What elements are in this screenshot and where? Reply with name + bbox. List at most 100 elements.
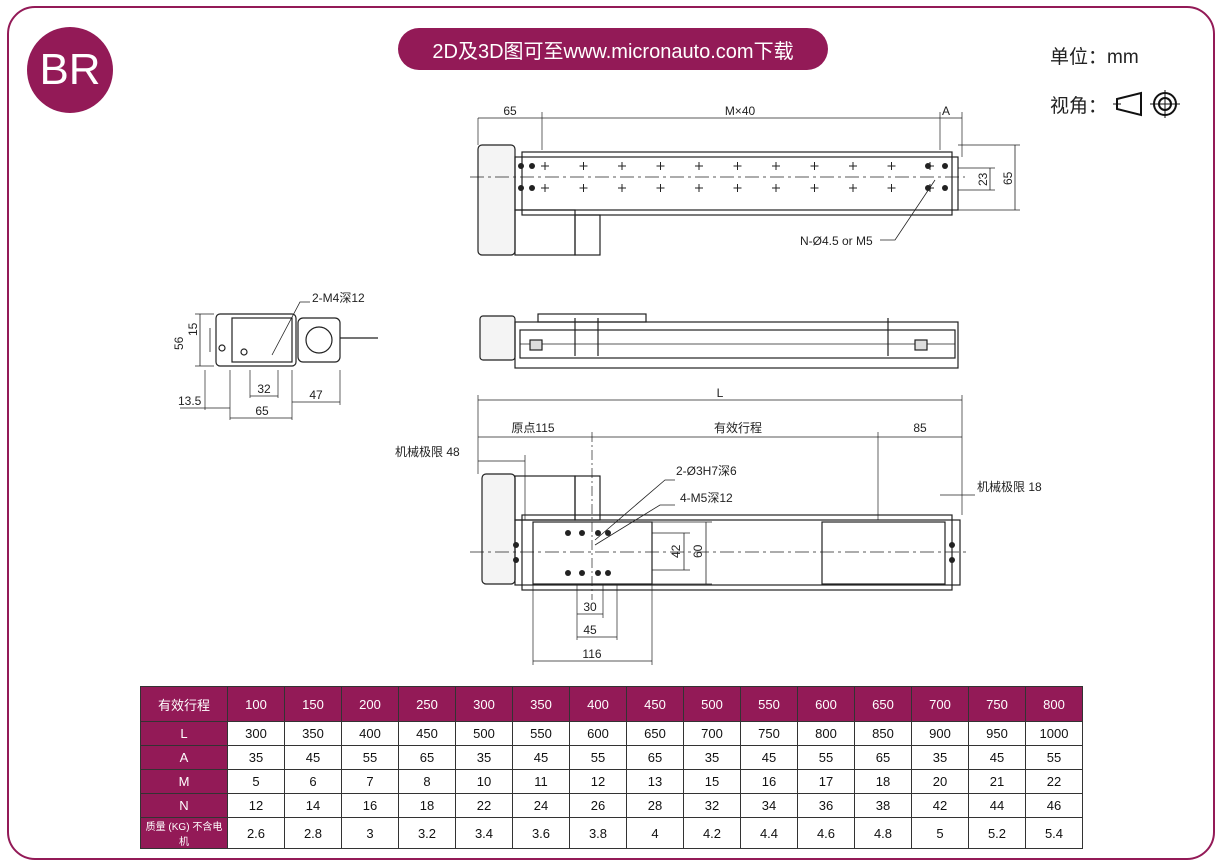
table-cell: 16 [740, 769, 798, 794]
table-cell: 22 [1025, 769, 1083, 794]
table-cell: 400 [341, 721, 399, 746]
table-cell: 3.2 [398, 817, 456, 849]
table-cell: 45 [284, 745, 342, 770]
dim-a: A [942, 104, 950, 118]
row-header: N [140, 793, 228, 818]
table-cell: 26 [569, 793, 627, 818]
mounting-hole-mark [695, 162, 703, 170]
column-header: 550 [740, 686, 798, 722]
column-header: 700 [911, 686, 969, 722]
table-cell: 35 [911, 745, 969, 770]
table-cell: 16 [341, 793, 399, 818]
column-header: 150 [284, 686, 342, 722]
dim-116: 116 [582, 647, 601, 661]
table-cell: 45 [740, 745, 798, 770]
table-cell: 34 [740, 793, 798, 818]
table-cell: 4.8 [854, 817, 912, 849]
table-cell: 55 [797, 745, 855, 770]
dim-65-right: 65 [1001, 171, 1015, 185]
mounting-hole-mark [656, 162, 665, 170]
mounting-hole-mark [810, 162, 819, 170]
table-cell: 2.8 [284, 817, 342, 849]
mounting-hole-mark [618, 184, 626, 192]
column-header: 300 [455, 686, 513, 722]
table-cell: 13 [626, 769, 684, 794]
column-header: 450 [626, 686, 684, 722]
mounting-hole-mark [618, 162, 626, 170]
page-frame [7, 6, 1215, 860]
hole-note: N-Ø4.5 or M5 [800, 234, 873, 248]
column-header: 400 [569, 686, 627, 722]
origin-label: 原点115 [511, 421, 554, 435]
table-cell: 800 [797, 721, 855, 746]
mounting-hole-mark [541, 162, 549, 170]
table-cell: 350 [284, 721, 342, 746]
mounting-hole-mark [733, 162, 742, 170]
pin-hole-note: 2-Ø3H7深6 [676, 464, 737, 478]
thread-note: 2-M4深12 [312, 291, 365, 305]
dim-60: 60 [691, 544, 705, 558]
table-cell: 450 [398, 721, 456, 746]
bottom-view [470, 395, 975, 665]
table-cell: 300 [227, 721, 285, 746]
table-cell: 7 [341, 769, 399, 794]
stroke-label: 有效行程 [714, 420, 762, 435]
table-cell: 2.6 [227, 817, 285, 849]
side-view [479, 313, 959, 369]
column-header: 500 [683, 686, 741, 722]
mounting-hole-mark [926, 162, 934, 170]
mounting-hole-mark [541, 184, 549, 192]
column-header: 250 [398, 686, 456, 722]
row-header: 质量 (KG) 不含电机 [140, 817, 228, 849]
table-cell: 3.8 [569, 817, 627, 849]
view-label: 视角： [1050, 95, 1108, 117]
table-cell: 5 [911, 817, 969, 849]
table-cell: 17 [797, 769, 855, 794]
table-cell: 750 [740, 721, 798, 746]
table-cell: 12 [569, 769, 627, 794]
table-cell: 5.2 [968, 817, 1026, 849]
dim-32: 32 [257, 382, 271, 396]
column-header: 650 [854, 686, 912, 722]
mounting-hole-mark [579, 184, 588, 192]
table-cell: 11 [512, 769, 570, 794]
table-cell: 3.4 [455, 817, 513, 849]
dim-45: 45 [583, 623, 597, 637]
download-banner[interactable]: 2D及3D图可至www.micronauto.com下载 [398, 28, 828, 70]
table-cell: 46 [1025, 793, 1083, 818]
dim-65-end: 65 [255, 404, 269, 418]
mounting-hole-mark [579, 162, 588, 170]
table-cell: 35 [683, 745, 741, 770]
thread-note-bottom: 4-M5深12 [680, 491, 733, 505]
table-cell: 35 [227, 745, 285, 770]
limit-left: 机械极限 48 [395, 444, 460, 459]
table-cell: 650 [626, 721, 684, 746]
table-cell: 950 [968, 721, 1026, 746]
unit-label: 单位：mm [1050, 47, 1139, 68]
table-cell: 45 [968, 745, 1026, 770]
end-view [180, 301, 378, 420]
table-cell: 44 [968, 793, 1026, 818]
table-cell: 65 [626, 745, 684, 770]
table-cell: 8 [398, 769, 456, 794]
table-cell: 5 [227, 769, 285, 794]
dim-85: 85 [913, 421, 927, 435]
dim-56: 56 [172, 336, 186, 350]
table-cell: 12 [227, 793, 285, 818]
table-cell: 55 [569, 745, 627, 770]
dim-65: 65 [503, 104, 517, 118]
column-header: 750 [968, 686, 1026, 722]
dim-15: 15 [186, 322, 200, 336]
table-cell: 3.6 [512, 817, 570, 849]
mounting-hole-mark [695, 184, 703, 192]
table-cell: 600 [569, 721, 627, 746]
mounting-hole-mark [810, 184, 819, 192]
table-cell: 10 [455, 769, 513, 794]
dim-l: L [717, 386, 724, 400]
table-cell: 55 [341, 745, 399, 770]
column-header: 100 [227, 686, 285, 722]
